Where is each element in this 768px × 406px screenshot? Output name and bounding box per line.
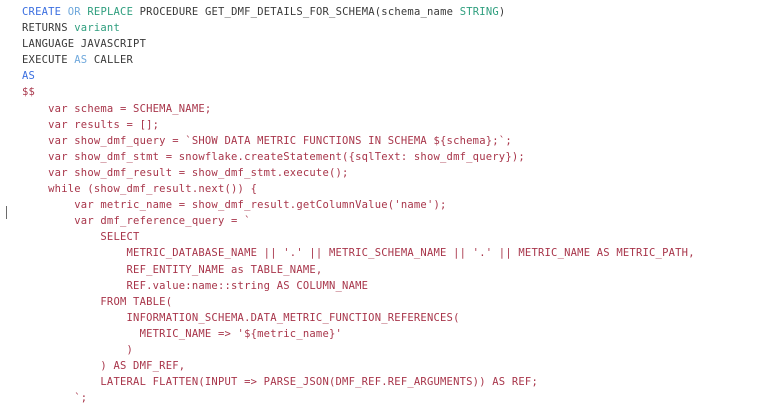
code-token: var show_dmf_stmt = snowflake.createStat… <box>22 150 525 163</box>
code-token: STRING <box>459 6 499 18</box>
code-token: var dmf_reference_query = ` <box>22 215 251 228</box>
code-line[interactable]: REF_ENTITY_NAME as TABLE_NAME, <box>22 262 768 278</box>
code-token: REF.value:name::string AS COLUMN_NAME <box>22 279 369 292</box>
code-line[interactable]: var show_dmf_result = show_dmf_stmt.exec… <box>22 165 768 181</box>
code-line[interactable]: $$ <box>22 84 768 100</box>
code-token: var schema = SCHEMA_NAME; <box>22 102 212 115</box>
code-token: var show_dmf_result = show_dmf_stmt.exec… <box>22 166 349 179</box>
code-line[interactable]: var show_dmf_query = `SHOW DATA METRIC F… <box>22 133 768 149</box>
code-token: CREATE <box>22 6 62 18</box>
code-line[interactable]: while (show_dmf_result.next()) { <box>22 181 768 197</box>
code-token: AS <box>22 70 36 83</box>
code-line[interactable]: var schema = SCHEMA_NAME; <box>22 101 768 117</box>
code-token: variant <box>74 22 120 35</box>
code-line[interactable]: FROM TABLE( <box>22 294 768 310</box>
code-line[interactable]: INFORMATION_SCHEMA.DATA_METRIC_FUNCTION_… <box>22 310 768 326</box>
text-caret <box>6 206 7 219</box>
code-token: LATERAL FLATTEN(INPUT => PARSE_JSON(DMF_… <box>22 376 538 389</box>
code-line[interactable]: var show_dmf_stmt = snowflake.createStat… <box>22 149 768 165</box>
code-line[interactable]: var dmf_reference_query = ` <box>22 213 768 229</box>
code-line[interactable]: ) AS DMF_REF, <box>22 358 768 374</box>
code-line[interactable]: LANGUAGE JAVASCRIPT <box>22 36 768 52</box>
code-token: LANGUAGE JAVASCRIPT <box>22 38 147 51</box>
code-token: AS <box>74 54 88 67</box>
code-token: REF_ENTITY_NAME as TABLE_NAME, <box>22 263 323 276</box>
code-token: var results = []; <box>22 118 160 131</box>
code-line[interactable]: var metric_name = show_dmf_result.getCol… <box>22 197 768 213</box>
code-token: while (show_dmf_result.next()) { <box>22 183 258 196</box>
code-token: REPLACE <box>87 6 134 18</box>
code-token: METRIC_DATABASE_NAME || '.' || METRIC_SC… <box>22 247 695 260</box>
code-token: PROCEDURE GET_DMF_DETAILS_FOR_SCHEMA(sch… <box>133 6 460 18</box>
code-token: SELECT <box>22 231 140 244</box>
code-line[interactable]: `; <box>22 390 768 406</box>
code-line[interactable]: METRIC_DATABASE_NAME || '.' || METRIC_SC… <box>22 245 768 261</box>
code-line[interactable]: var results = []; <box>22 117 768 133</box>
code-token: CALLER <box>87 54 134 67</box>
code-line[interactable]: LATERAL FLATTEN(INPUT => PARSE_JSON(DMF_… <box>22 374 768 390</box>
code-token: ) <box>498 6 506 18</box>
code-line[interactable]: METRIC_NAME => '${metric_name}' <box>22 326 768 342</box>
code-token: EXECUTE <box>22 54 75 67</box>
code-token: FROM TABLE( <box>22 295 173 308</box>
code-line[interactable]: EXECUTE AS CALLER <box>22 52 768 68</box>
code-line[interactable]: ) <box>22 342 768 358</box>
code-token: ) AS DMF_REF, <box>22 360 186 373</box>
code-line[interactable]: CREATE OR REPLACE PROCEDURE GET_DMF_DETA… <box>22 4 768 20</box>
code-token: RETURNS <box>22 22 75 35</box>
code-token: METRIC_NAME => '${metric_name}' <box>22 327 343 340</box>
code-token: OR <box>67 6 81 18</box>
code-line[interactable]: SELECT <box>22 229 768 245</box>
code-token: INFORMATION_SCHEMA.DATA_METRIC_FUNCTION_… <box>22 311 460 324</box>
code-line[interactable]: RETURNS variant <box>22 20 768 36</box>
code-token: `; <box>22 392 88 405</box>
code-line[interactable]: AS <box>22 68 768 84</box>
code-token: var show_dmf_query = `SHOW DATA METRIC F… <box>22 134 512 147</box>
code-token: var metric_name = show_dmf_result.getCol… <box>22 199 447 212</box>
code-line[interactable]: REF.value:name::string AS COLUMN_NAME <box>22 278 768 294</box>
code-token: $$ <box>22 86 36 99</box>
code-token: ) <box>22 343 134 356</box>
